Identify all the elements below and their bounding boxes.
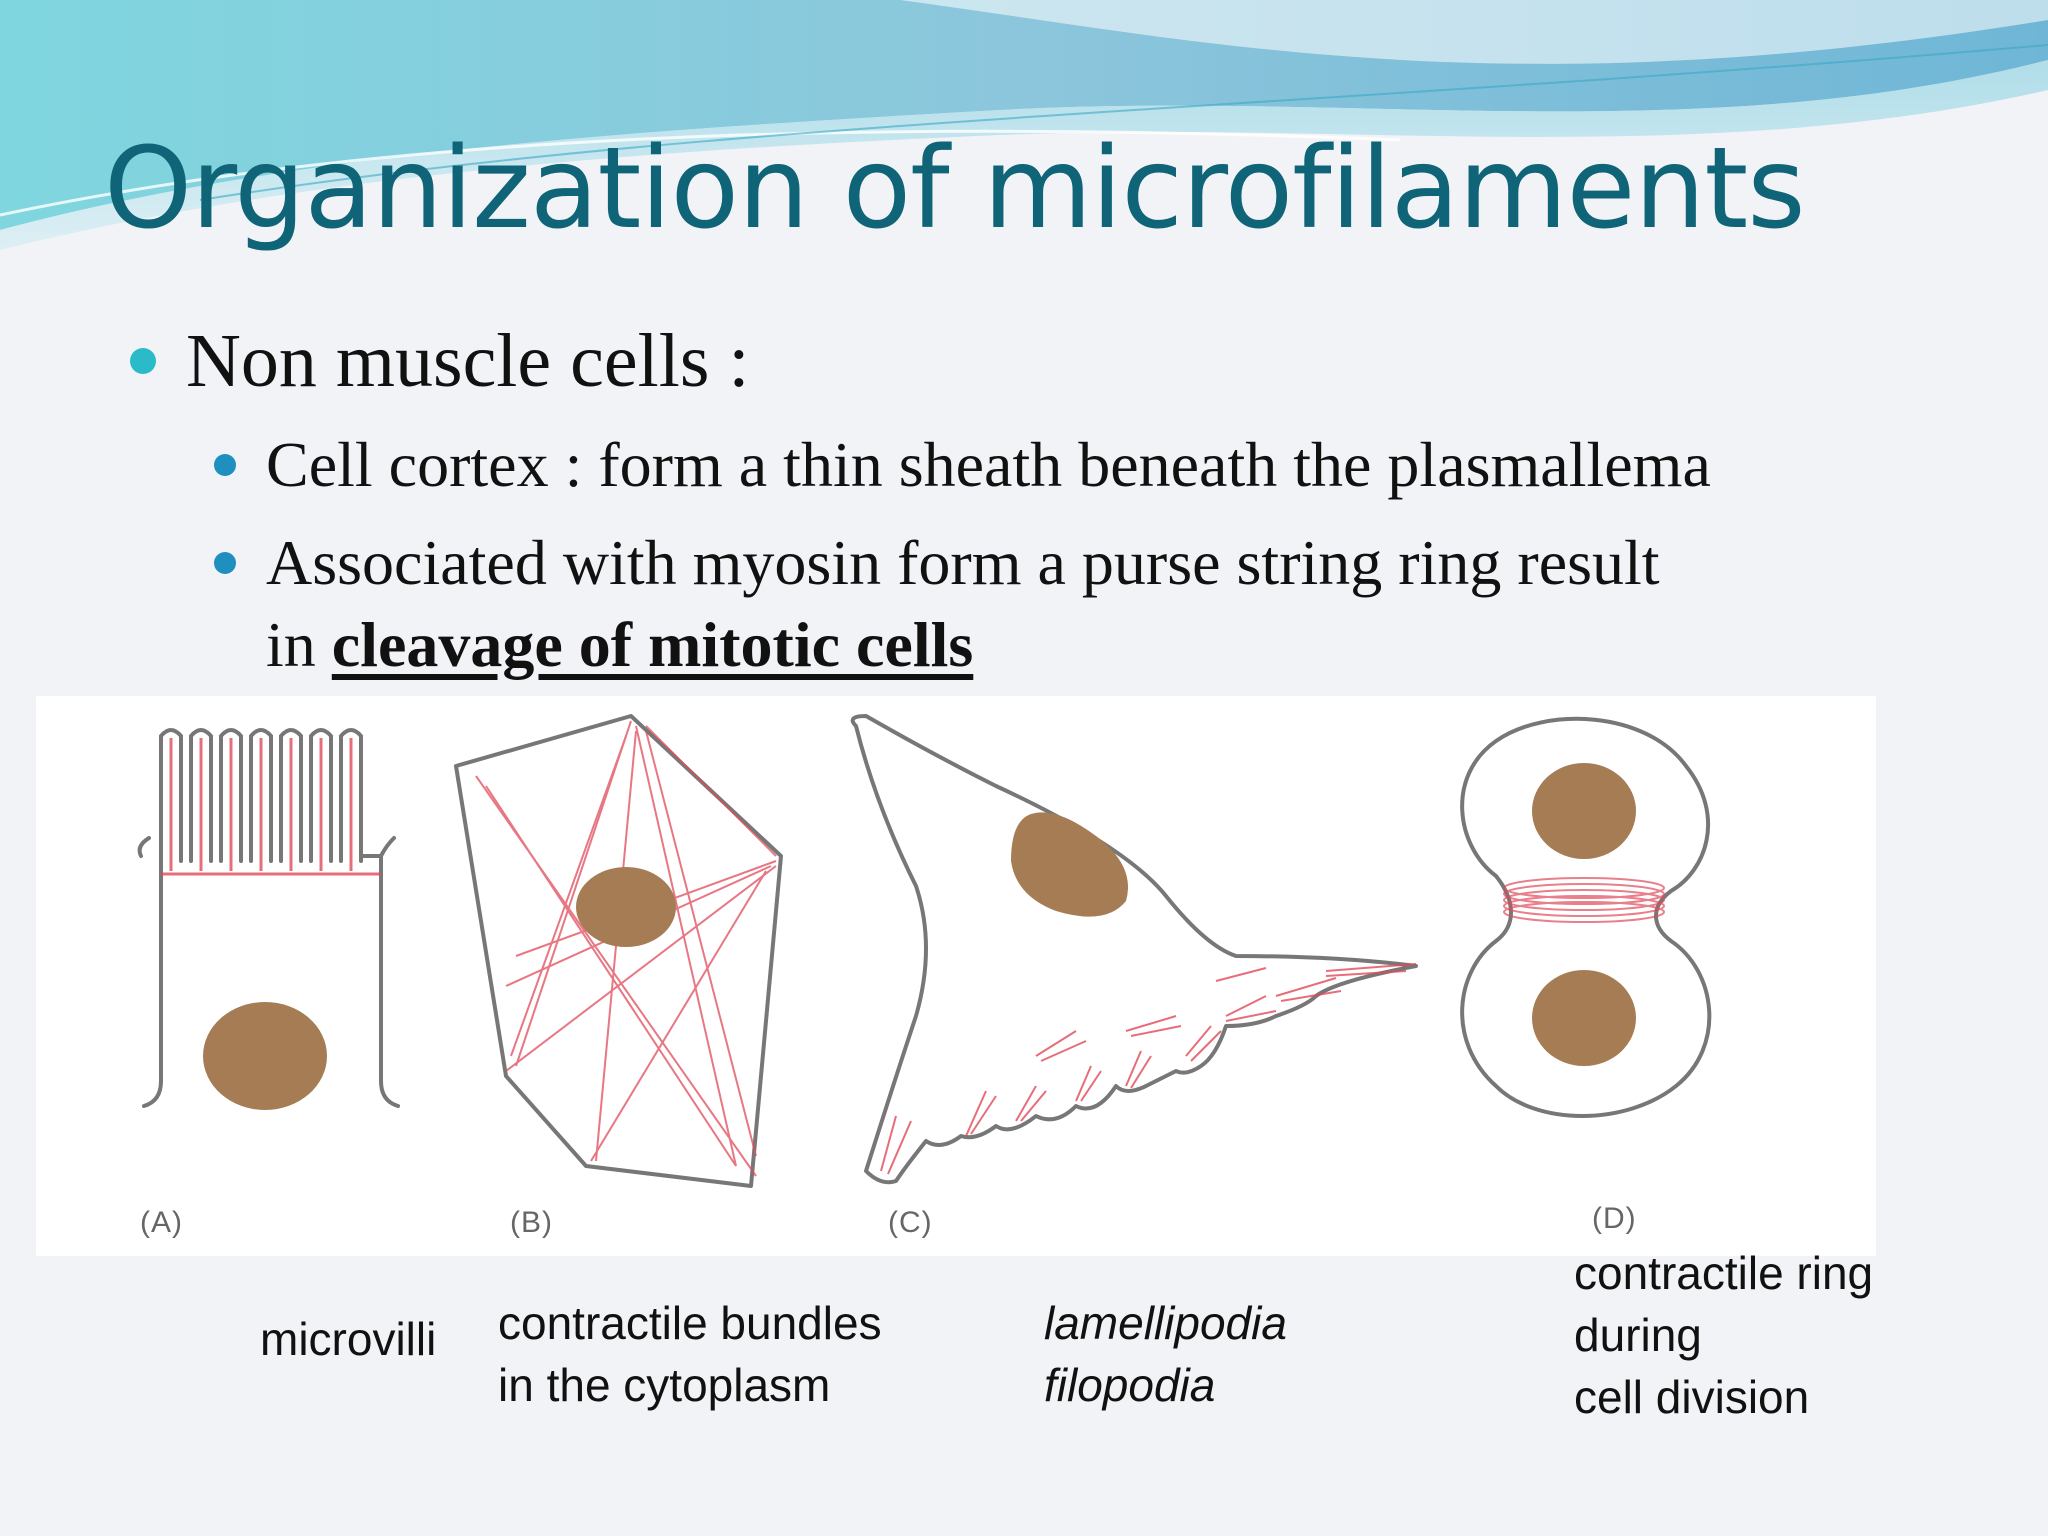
panel-d-contractile-ring — [1503, 877, 1665, 923]
caption-contractile-ring: contractile ring during cell division — [1574, 1242, 1873, 1428]
panel-a-cell — [137, 728, 400, 1108]
sub-bullet-dot-icon — [214, 454, 236, 476]
caption-line: filopodia — [1044, 1359, 1216, 1411]
panel-a-actin — [161, 738, 381, 876]
sub-bullet-emphasis: cleavage of mitotic cells — [331, 609, 974, 680]
header-wave-decoration — [0, 0, 2048, 250]
caption-line: cell division — [1574, 1371, 1810, 1423]
bullet-dot-icon — [130, 348, 156, 374]
sub-bullet-line1: Associated with myosin form a purse stri… — [266, 527, 1660, 598]
panel-a-nucleus — [203, 1002, 327, 1110]
panel-d-nucleus-top — [1532, 763, 1636, 859]
microfilament-figure: (A) (B) (C) (D) — [36, 696, 1876, 1256]
caption-lamellipodia: lamellipodia filopodia — [1044, 1292, 1287, 1416]
panel-c-actin-fans — [880, 963, 1417, 1175]
caption-line: during — [1574, 1309, 1702, 1361]
panel-b-letter: (B) — [510, 1206, 553, 1239]
caption-line: in the cytoplasm — [498, 1359, 831, 1411]
sub-bullet-text: Cell cortex : form a thin sheath beneath… — [266, 429, 1711, 500]
panel-b-stress-fibers — [475, 720, 777, 1177]
caption-contractile-bundles: contractile bundles in the cytoplasm — [498, 1292, 882, 1416]
slide-title: Organization of microfilaments — [104, 124, 1806, 254]
caption-line: lamellipodia — [1044, 1297, 1287, 1349]
sub-bullet-dot-icon — [214, 552, 236, 574]
figure-illustration — [137, 714, 1712, 1188]
sub-bullet-line2-prefix: in — [266, 609, 332, 680]
panel-d-letter: (D) — [1592, 1202, 1637, 1235]
bullet-text: Non muscle cells : — [186, 319, 750, 403]
panel-c-letter: (C) — [888, 1206, 933, 1239]
panel-c-cell — [850, 714, 1418, 1185]
panel-a-letter: (A) — [140, 1206, 183, 1239]
panel-b-nucleus — [576, 867, 676, 947]
panel-d-cell — [1460, 716, 1712, 1118]
panel-b-cell — [454, 714, 783, 1188]
caption-line: contractile ring — [1574, 1247, 1874, 1299]
panel-c-nucleus — [1011, 812, 1128, 917]
caption-microvilli: microvilli — [260, 1308, 436, 1370]
caption-line: contractile bundles — [498, 1297, 882, 1349]
sub-bullet-text-block: Associated with myosin form a purse stri… — [266, 522, 1660, 686]
caption-line: microvilli — [260, 1313, 437, 1365]
panel-d-nucleus-bottom — [1532, 970, 1636, 1066]
